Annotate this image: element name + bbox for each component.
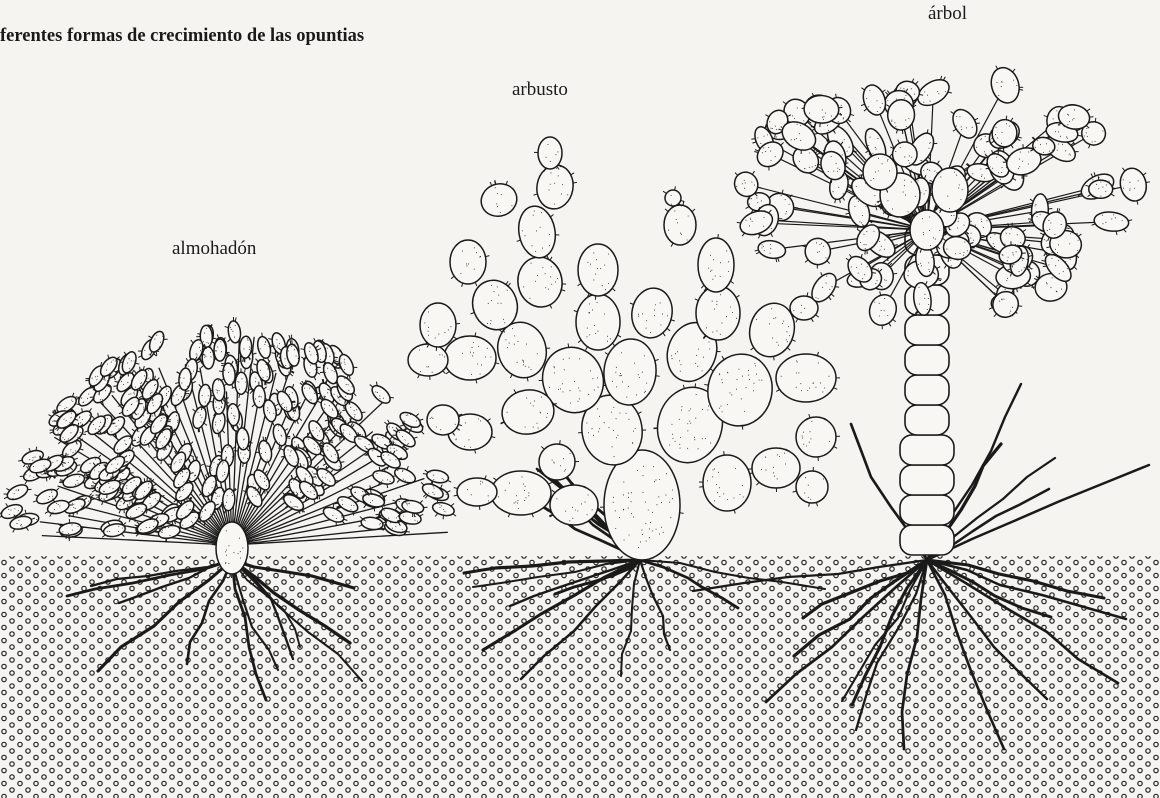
trunk-segment bbox=[905, 405, 949, 435]
cactus-pad bbox=[224, 316, 242, 344]
cactus-pad bbox=[514, 253, 570, 313]
cactus-pad bbox=[986, 60, 1026, 107]
trunk-segment bbox=[900, 465, 954, 495]
cactus-pad bbox=[366, 379, 394, 406]
cactus-pad bbox=[753, 238, 786, 263]
trunk-segment bbox=[905, 345, 949, 375]
cactus-pad bbox=[600, 450, 684, 560]
trunk-segment bbox=[900, 435, 954, 465]
cactus-pad bbox=[886, 99, 916, 134]
cactus-pad bbox=[547, 485, 598, 525]
cactus-pad bbox=[663, 186, 684, 206]
cactus-pad bbox=[578, 244, 618, 300]
cactus-pad bbox=[625, 284, 680, 341]
cactus-pad bbox=[1091, 210, 1133, 236]
cactus-pad bbox=[698, 234, 734, 292]
cactus-pad bbox=[776, 352, 840, 402]
cactus-pad bbox=[1117, 163, 1154, 208]
cactus-pad bbox=[0, 478, 32, 504]
trunk-segment bbox=[900, 525, 954, 555]
figure-title: ferentes formas de crecimiento de las op… bbox=[0, 26, 364, 47]
cactus-pad bbox=[796, 414, 840, 461]
cactus-pad bbox=[430, 498, 459, 522]
trunk-segment bbox=[905, 375, 949, 405]
cactus-pad bbox=[574, 294, 621, 350]
cactus-pad bbox=[450, 240, 489, 287]
cactus-pad bbox=[699, 451, 751, 513]
trunk-segment bbox=[905, 315, 949, 345]
cactus-pad bbox=[537, 440, 579, 480]
cactus-pad bbox=[865, 290, 904, 332]
label-shrub: arbusto bbox=[512, 79, 568, 101]
cactus-pad bbox=[695, 286, 740, 340]
cactus-pad bbox=[664, 202, 696, 247]
label-tree: árbol bbox=[928, 3, 967, 25]
cactus-pad bbox=[475, 175, 521, 221]
cactus-pad bbox=[444, 333, 499, 384]
cactus-pad bbox=[511, 203, 563, 264]
cactus-pad bbox=[491, 471, 552, 517]
cactus-pad bbox=[802, 237, 833, 270]
cactus-pad bbox=[748, 448, 800, 492]
label-cushion: almohadón bbox=[172, 238, 256, 260]
cactus-pad bbox=[454, 475, 497, 510]
trunk-segment bbox=[900, 495, 954, 525]
cushion-opuntia bbox=[0, 316, 459, 578]
